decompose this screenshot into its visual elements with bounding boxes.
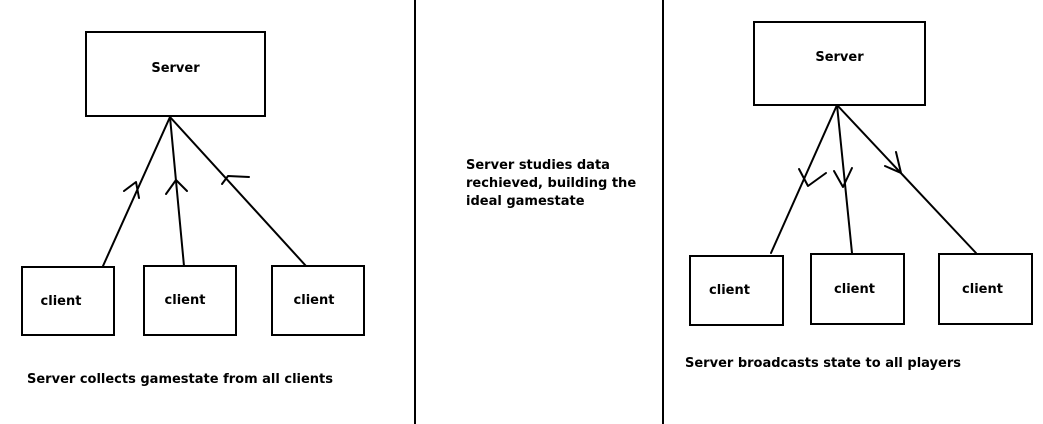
client-box-collect-1: client bbox=[21, 266, 115, 336]
client-label: client bbox=[164, 293, 206, 308]
caption-study-line-3: ideal gamestate bbox=[466, 194, 585, 209]
arrowhead-down-3 bbox=[884, 151, 902, 174]
arrowhead-up-2 bbox=[165, 179, 188, 195]
client-label: client bbox=[293, 293, 335, 308]
client-box-broadcast-3: client bbox=[938, 253, 1033, 325]
connector-1-2 bbox=[169, 116, 185, 267]
caption-broadcast: Server broadcasts state to all players bbox=[685, 356, 961, 371]
client-box-broadcast-2: client bbox=[810, 253, 905, 325]
arrowhead-down-1 bbox=[798, 168, 827, 187]
connector-2-2 bbox=[836, 104, 853, 254]
arrowhead-up-1 bbox=[123, 181, 140, 199]
client-label: client bbox=[709, 283, 750, 298]
caption-study: Server studies data rechieved, building … bbox=[466, 157, 636, 211]
caption-study-line-2: rechieved, building the bbox=[466, 176, 637, 191]
arrowhead-down-2 bbox=[833, 167, 853, 188]
server-label: Server bbox=[815, 50, 864, 65]
connector-1-3 bbox=[169, 116, 307, 267]
client-label: client bbox=[40, 293, 82, 309]
client-label: client bbox=[834, 281, 875, 297]
client-box-collect-2: client bbox=[143, 265, 237, 336]
server-label: Server bbox=[151, 61, 200, 76]
arrowhead-up-3 bbox=[221, 175, 250, 185]
server-box-collect: Server bbox=[85, 31, 266, 117]
client-box-broadcast-1: client bbox=[689, 255, 784, 326]
client-label: client bbox=[962, 281, 1003, 297]
server-box-broadcast: Server bbox=[753, 21, 926, 106]
client-box-collect-3: client bbox=[271, 265, 365, 336]
caption-study-line-1: Server studies data bbox=[466, 158, 610, 173]
connector-1-1 bbox=[102, 116, 171, 267]
connector-2-3 bbox=[836, 104, 977, 254]
caption-collect: Server collects gamestate from all clien… bbox=[27, 372, 334, 387]
